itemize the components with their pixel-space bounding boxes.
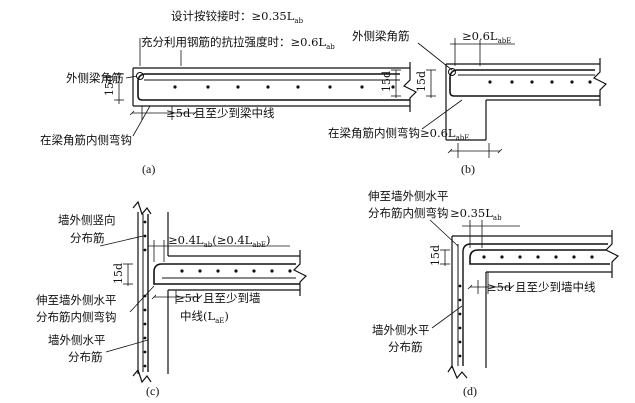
panel-b-corner-bar-icon — [448, 68, 456, 76]
panel-d-beam-bar — [469, 249, 610, 265]
panel-c-bar-dots — [180, 269, 292, 273]
panel-b-beam-bar — [449, 69, 600, 97]
panel-d-label-horizontal-bar-2: 分布筋 — [388, 340, 423, 354]
panel-b-dim-top: ≥0.6LabE — [462, 29, 511, 45]
panel-d-label-hook-1: 伸至墙外侧水平 — [368, 189, 449, 203]
panel-c-dim-15d: 15d — [112, 263, 125, 284]
panel-c-leader-hook — [129, 285, 155, 313]
panel-c-dim-5d-1: ≥5d 且至少到墙 — [175, 291, 261, 305]
panel-c-wall-dots — [143, 220, 147, 368]
panel-d-wall-dots — [458, 284, 462, 358]
panel-c-label-vertical-bar-2: 分布筋 — [70, 231, 105, 245]
panel-a-label-hook: 在梁角筋内侧弯钩 — [40, 133, 132, 147]
panel-d-dim-15d: 15d — [429, 245, 442, 266]
panel-d-dim-top: ≥0.35Lab — [450, 206, 502, 222]
panel-a-leader-hook — [132, 105, 151, 137]
panel-c-dim-top: ≥0.4Lab(≥0.4LabE) — [168, 233, 271, 249]
panel-c-leader-vertical — [99, 235, 144, 247]
panel-b-dim-15d-right: 15d — [415, 71, 428, 92]
panel-c-caption: (c) — [146, 384, 159, 398]
panel-d-wall-outline — [447, 230, 620, 380]
panel-a-bar-dots — [173, 85, 395, 89]
panel-d-leader-horizontal — [431, 305, 463, 329]
panel-d-caption: (d) — [463, 384, 477, 398]
panel-b-dim-15d-left: 15d — [380, 71, 393, 92]
panel-b-bar-dots — [488, 80, 592, 84]
panel-b-leader-hook — [421, 99, 463, 130]
panel-c-dim-5d-2: 中线(LaE) — [180, 309, 229, 325]
panel-b-beam-outline — [445, 58, 608, 141]
panel-d-bar-dots — [482, 255, 594, 259]
panel-a-note-line2: 充分利用钢筋的抗拉强度时：≥0.6Lab — [141, 35, 335, 51]
panel-c-label-horizontal-bar-2: 分布筋 — [68, 350, 103, 364]
panel-c-label-hook-1: 伸至墙外侧水平 — [36, 293, 117, 307]
panel-a-beam-bar — [137, 73, 410, 101]
panel-a-dim-5d: ≥5d 且至少到梁中线 — [166, 106, 275, 120]
panel-c-beam-bar — [153, 263, 300, 285]
panel-a-leader-corner — [125, 75, 138, 79]
panel-b-label-outer-corner-bar: 外侧梁角筋 — [352, 29, 410, 43]
panel-c: 墙外侧竖向 分布筋 ≥0.4Lab(≥0.4LabE) 15d 伸至墙外侧水平 … — [36, 200, 308, 398]
panel-c-label-vertical-bar-1: 墙外侧竖向 — [58, 213, 116, 227]
panel-d-label-hook-2: 分布筋内侧弯钩 — [368, 206, 449, 220]
panel-b-caption: (b) — [461, 162, 475, 176]
panel-d-horizontal-bar — [462, 243, 608, 366]
panel-d: 伸至墙外侧水平 分布筋内侧弯钩 ≥0.35Lab 15d ≥5d 且至少到墙中线… — [368, 189, 620, 398]
panel-a-caption: (a) — [142, 162, 155, 176]
panel-a: 设计按铰接时：≥0.35Lab 充分利用钢筋的抗拉强度时：≥0.6Lab 外侧梁… — [40, 9, 418, 176]
panel-b: 外侧梁角筋 ≥0.6LabE 15d 15d — [328, 29, 608, 176]
panel-d-dim-5d: ≥5d 且至少到墙中线 — [487, 280, 596, 294]
panel-c-label-horizontal-bar-1: 墙外侧水平 — [48, 333, 106, 347]
panel-a-note-line1: 设计按铰接时：≥0.35Lab — [171, 9, 304, 25]
panel-a-label-outer-corner-bar: 外侧梁角筋 — [66, 71, 124, 85]
panel-c-label-hook-2: 分布筋内侧弯钩 — [36, 310, 117, 324]
panel-a-dim-15d: 15d — [103, 75, 116, 96]
panel-b-leader-corner — [417, 42, 453, 71]
panel-d-label-horizontal-bar-1: 墙外侧水平 — [372, 323, 430, 337]
panel-d-leader-hook — [429, 219, 459, 247]
panel-c-leader-horizontal — [105, 339, 149, 353]
panel-b-label-hook: 在梁角筋内侧弯钩≥0.6LabE — [328, 126, 469, 142]
